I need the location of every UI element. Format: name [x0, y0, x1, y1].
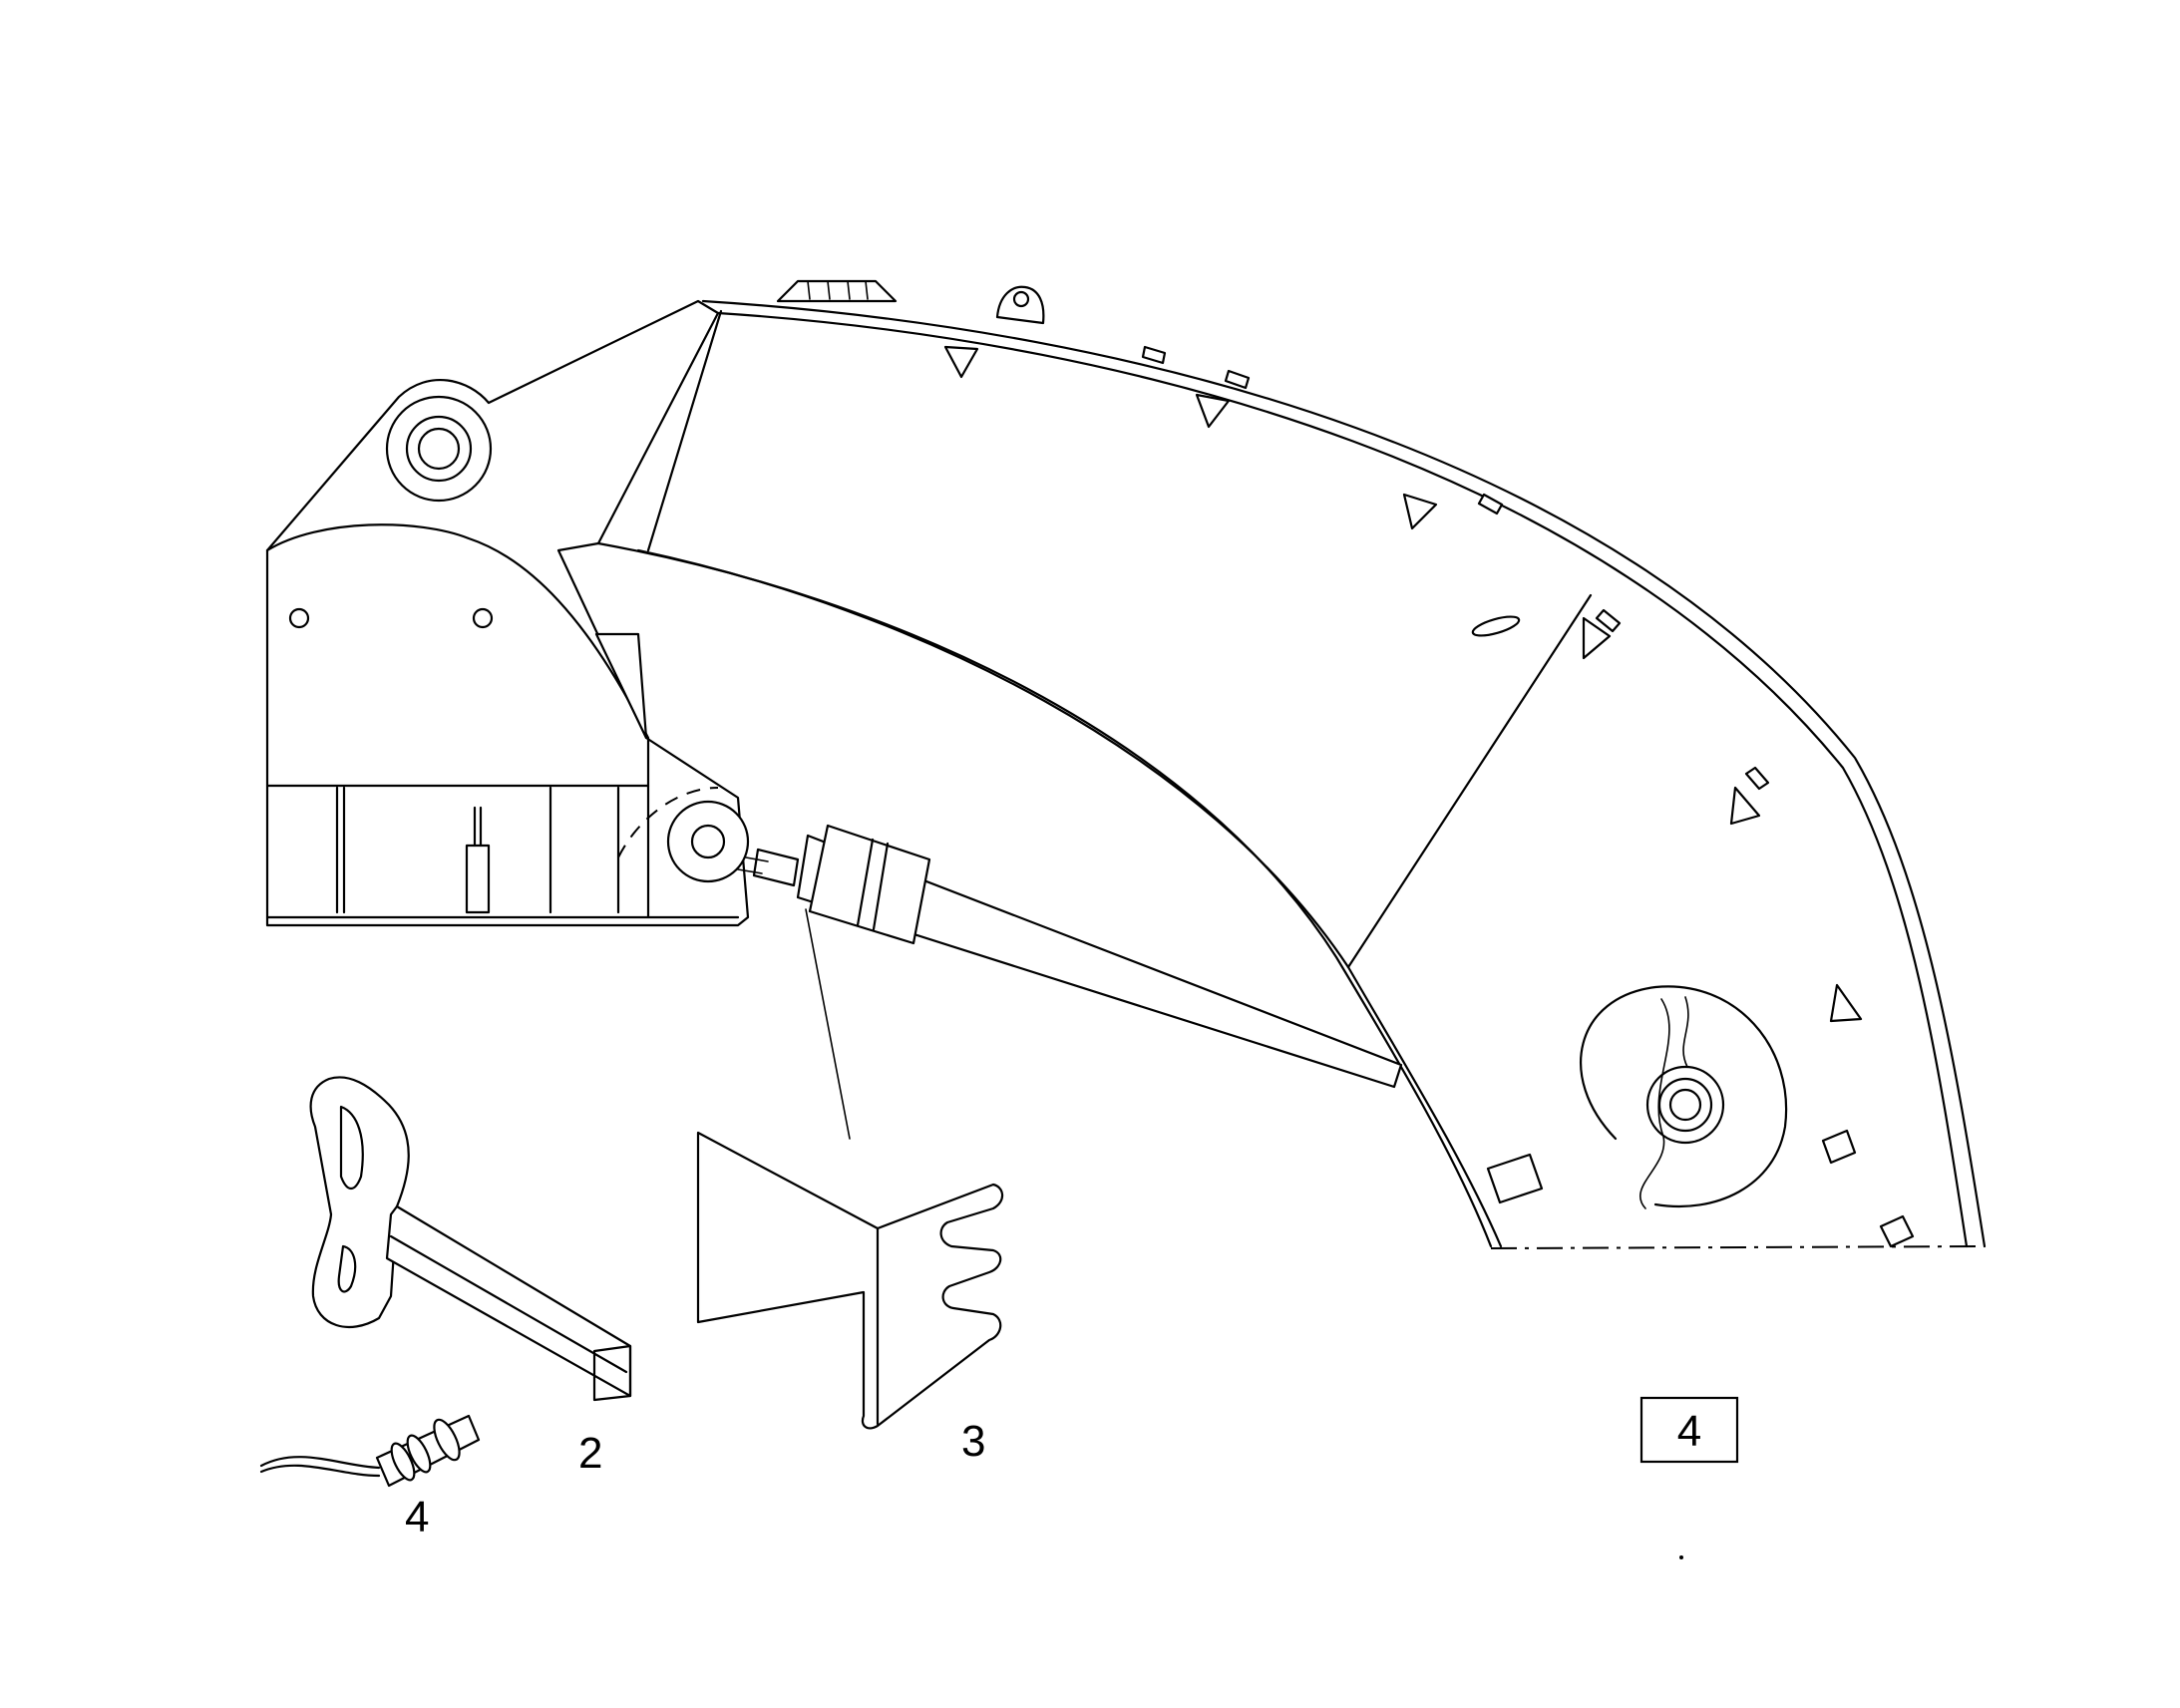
hydraulic-cylinder: [737, 824, 1403, 1089]
callout-3-label: 3: [961, 1417, 985, 1466]
part-bracket: [309, 1076, 632, 1402]
cylinder-barrel: [796, 834, 1403, 1089]
frame-ribs: [335, 786, 620, 914]
boom-end-centerline: [1490, 1245, 1986, 1249]
boom-lower-edge-inner: [636, 548, 1503, 1248]
callout-4-label: 4: [405, 1493, 429, 1541]
frame-gusset: [594, 632, 648, 740]
callout-3-leader: [805, 908, 851, 1140]
boom-outer-edge-inner: [716, 311, 1969, 1248]
boom-outer-edge: [701, 299, 1987, 1248]
top-clamp: [776, 279, 898, 303]
part-plate: [696, 1131, 1004, 1430]
cylinder-head: [808, 824, 931, 945]
boom-section-divider-2: [1346, 593, 1593, 969]
frame-bottom-band: [265, 784, 740, 919]
top-lug-hole: [1012, 290, 1030, 308]
boom-plates: [1486, 1129, 1915, 1248]
base-frame: [265, 299, 750, 927]
boom-slot: [1471, 615, 1521, 637]
boom-end-pin: [1580, 985, 1788, 1209]
frame-bolt: [472, 607, 494, 629]
upper-pivot-pin: [385, 395, 493, 503]
callout-2-label: 2: [578, 1429, 602, 1478]
plate-body: [696, 1131, 1004, 1430]
top-clamp-detail: [807, 280, 869, 300]
boom-section-divider-1: [646, 309, 723, 552]
frame-bolt: [288, 607, 310, 629]
triangle-brackets: [943, 345, 1863, 1023]
reference-box-label: 4: [1677, 1407, 1701, 1456]
part-sensor: [259, 1414, 481, 1488]
frame-side-line: [265, 523, 650, 919]
lower-pivot-pin: [666, 800, 750, 883]
cylinder-rod-end: [752, 848, 800, 887]
reference-box: 4: [1639, 1396, 1739, 1464]
sensor-cable: [259, 1456, 381, 1478]
frame-post: [465, 844, 491, 914]
boom-assembly: [596, 279, 1987, 1249]
stray-dot: [1679, 1555, 1683, 1559]
bracket-arm: [309, 1076, 410, 1328]
edge-bosses: [1141, 345, 1770, 791]
